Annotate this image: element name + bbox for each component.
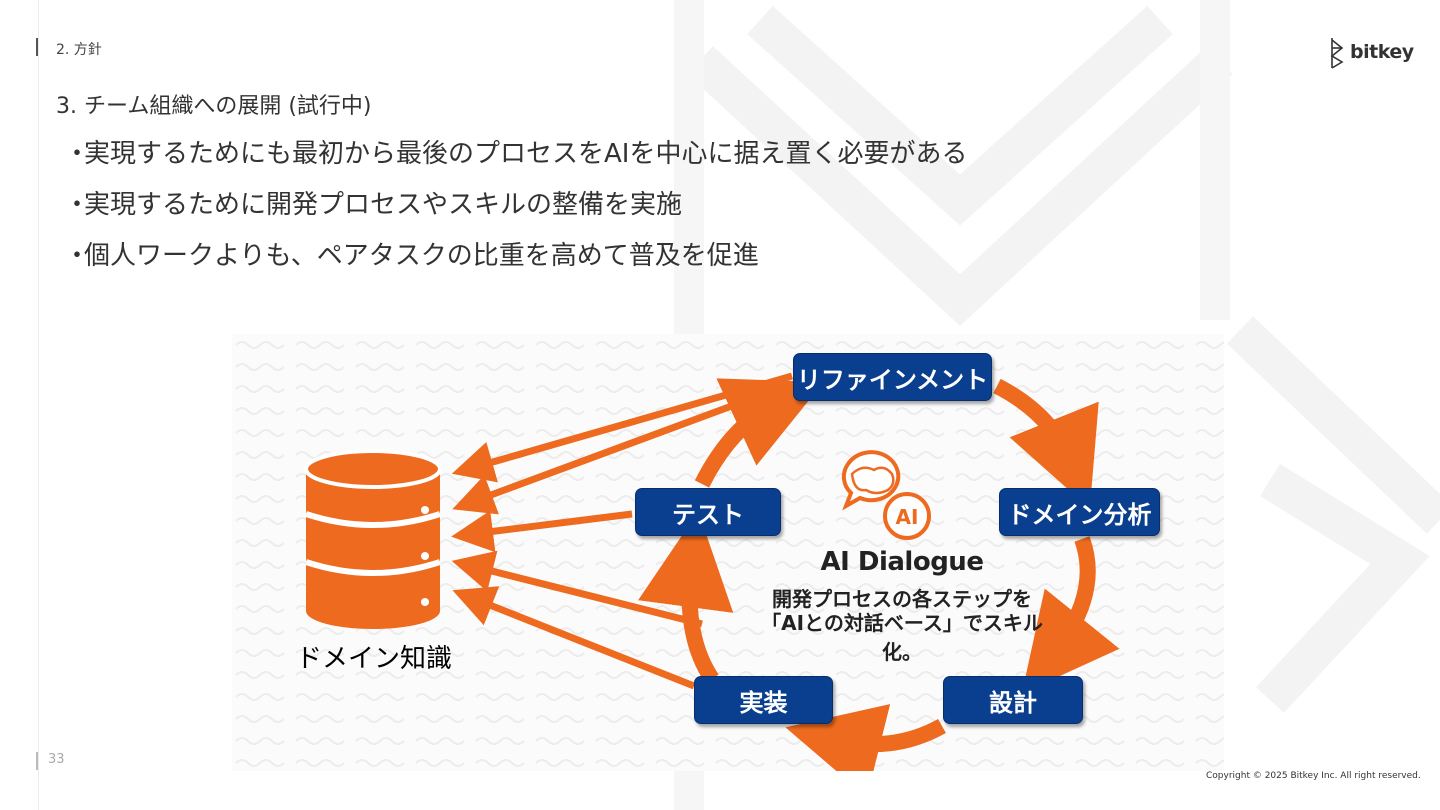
slide-heading: 3. チーム組織への展開 (試行中) — [56, 94, 372, 119]
step-refinement: リファインメント — [793, 353, 992, 401]
section-marker — [36, 38, 38, 56]
bullet-item: ・実現するために開発プロセスやスキルの整備を実施 — [64, 187, 967, 238]
bullet-list: ・実現するためにも最初から最後のプロセスをAIを中心に据え置く必要がある ・実現… — [64, 136, 967, 289]
section-label: 2. 方針 — [56, 42, 102, 58]
ai-dialogue-description-line2: 「AIとの対話ベース」でスキル化。 — [761, 611, 1043, 664]
ai-dialogue-diagram: AI ドメイン知識 リファインメント ドメイン分析 テスト 実装 設計 AI D… — [232, 334, 1224, 771]
bullet-dot: ・ — [64, 241, 91, 271]
bullet-text: 実現するためにも最初から最後のプロセスをAIを中心に据え置く必要がある — [84, 139, 968, 169]
page-number: 33 — [48, 752, 65, 767]
bullet-text: 実現するために開発プロセスやスキルの整備を実施 — [84, 190, 683, 220]
bullet-dot: ・ — [64, 190, 91, 220]
bullet-text: 個人ワークよりも、ペアタスクの比重を高めて普及を促進 — [84, 241, 759, 271]
ai-dialogue-description-line1: 開発プロセスの各ステップを — [772, 587, 1032, 611]
step-implementation: 実装 — [694, 676, 833, 724]
copyright: Copyright © 2025 Bitkey Inc. All right r… — [1206, 771, 1421, 781]
logo-text: bitkey — [1350, 41, 1414, 63]
database-icon — [304, 449, 442, 629]
bitkey-mark-icon — [1330, 38, 1344, 69]
bullet-item: ・個人ワークよりも、ペアタスクの比重を高めて普及を促進 — [64, 238, 967, 289]
ai-dialogue-title: AI Dialogue — [820, 547, 984, 577]
ai-badge-text: AI — [896, 505, 919, 529]
bitkey-logo: bitkey — [1328, 36, 1414, 70]
step-test: テスト — [635, 488, 781, 536]
left-rule — [38, 0, 39, 810]
ai-chat-icon: AI — [841, 450, 931, 540]
bullet-item: ・実現するためにも最初から最後のプロセスをAIを中心に据え置く必要がある — [64, 136, 967, 187]
step-domain-analysis: ドメイン分析 — [999, 488, 1160, 536]
cycle-arrows — [638, 378, 1120, 771]
bullet-dot: ・ — [64, 139, 91, 169]
page-marker — [36, 752, 38, 770]
domain-knowledge-label: ドメイン知識 — [296, 644, 453, 674]
step-design: 設計 — [943, 676, 1083, 724]
